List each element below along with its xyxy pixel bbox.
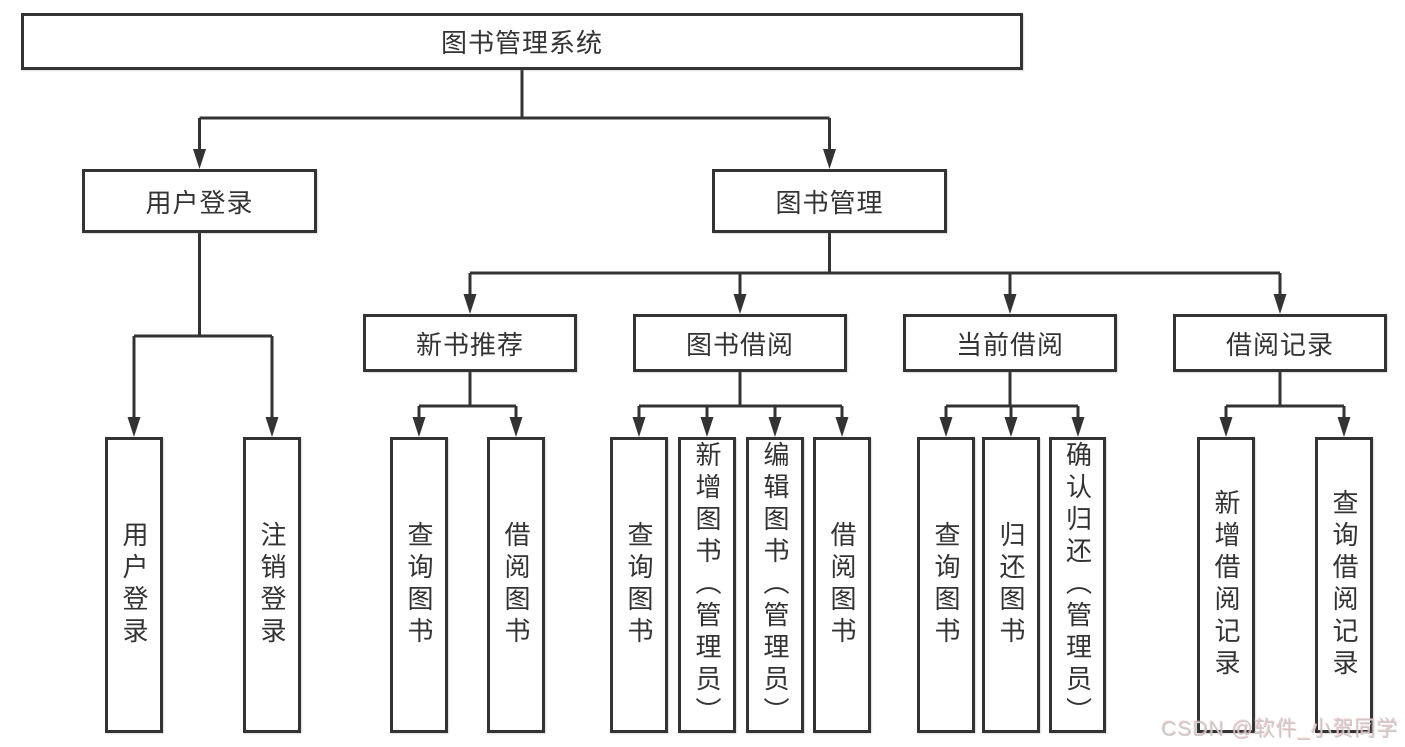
node-borrow-records: 借阅记录	[1173, 314, 1387, 372]
leaf-query-books-current: 查询图书	[917, 437, 975, 733]
leaf-return-book: 归还图书	[982, 437, 1040, 733]
leaf-add-book-admin: 新增图书（管理员）	[678, 437, 736, 733]
watermark: CSDN @软件_小贺同学	[1161, 718, 1399, 741]
node-root-system: 图书管理系统	[21, 13, 1023, 70]
leaf-user-login: 用户登录	[105, 437, 163, 733]
arrowheads	[127, 149, 1351, 437]
node-book-borrow: 图书借阅	[633, 314, 847, 372]
leaf-query-books-recommend: 查询图书	[390, 437, 448, 733]
node-book-management: 图书管理	[712, 169, 947, 233]
node-user-login: 用户登录	[82, 169, 317, 233]
leaf-logout: 注销登录	[243, 437, 301, 733]
node-new-book-recommend: 新书推荐	[363, 314, 577, 372]
leaf-confirm-return-admin: 确认归还（管理员）	[1049, 437, 1106, 733]
leaf-borrow-books: 借阅图书	[813, 437, 871, 733]
leaf-borrow-books-recommend: 借阅图书	[487, 437, 545, 733]
leaf-edit-book-admin: 编辑图书（管理员）	[746, 437, 804, 733]
leaf-add-borrow-record: 新增借阅记录	[1197, 437, 1255, 733]
leaf-query-books-borrow: 查询图书	[610, 437, 668, 733]
node-current-borrow: 当前借阅	[903, 314, 1117, 372]
leaf-query-borrow-record: 查询借阅记录	[1315, 437, 1373, 733]
